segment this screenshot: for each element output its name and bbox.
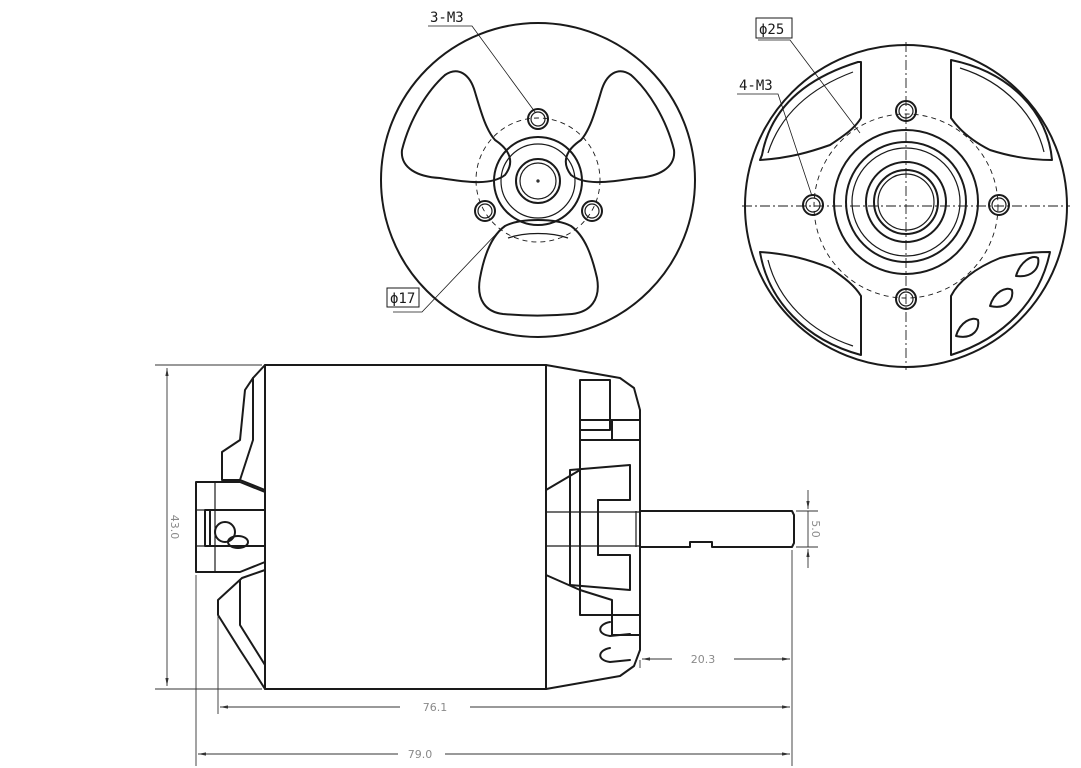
dim-shaft-diameter-text: 5.0 <box>809 520 822 538</box>
front-thread-callout: 3-M3 <box>430 10 464 26</box>
rear-thread-callout: 4-M3 <box>739 78 773 94</box>
side-view: 43.0 5.0 20.3 76.1 79.0 <box>155 364 822 766</box>
front-view: 3-M3 ϕ17 <box>380 10 696 338</box>
front-thread-leader <box>428 25 536 113</box>
front-bolt-leader <box>393 231 499 313</box>
front-hub-outer <box>493 136 583 226</box>
front-mount-lower <box>217 569 266 690</box>
rear-cutout-top-right <box>950 59 1053 161</box>
rear-cutout-bottom-right <box>950 251 1051 356</box>
front-hole-top <box>527 108 549 130</box>
dim-diameter-text: 43.0 <box>168 515 181 540</box>
dim-overall-length-text: 79.0 <box>408 748 433 761</box>
rear-bolt-leader <box>758 39 861 134</box>
front-cutout-right <box>564 70 676 184</box>
front-outer-circle <box>380 22 696 338</box>
motor-shaft <box>639 510 795 548</box>
rear-cutout-bottom-left <box>759 251 862 356</box>
rear-bearing <box>865 161 947 243</box>
rear-hole-bottom <box>895 288 917 310</box>
motor-can <box>264 364 547 690</box>
front-cutout-bottom <box>478 219 599 317</box>
front-cutout-left <box>400 70 512 184</box>
rear-bolt-circle <box>813 113 999 299</box>
rear-vent-3 <box>955 317 980 338</box>
rear-bolt-circle-label: ϕ25 <box>759 22 784 38</box>
dim-body-length-text: 76.1 <box>423 701 448 714</box>
dim-shaft-length-text: 20.3 <box>691 653 716 666</box>
rear-housing-upper <box>545 364 641 491</box>
rear-hole-top <box>895 100 917 122</box>
rear-view: 4-M3 ϕ25 <box>737 17 1070 370</box>
front-hole-right <box>581 200 603 222</box>
rear-hub-outer <box>833 129 979 275</box>
front-bolt-circle <box>475 117 601 243</box>
rear-vent-1 <box>1015 256 1040 278</box>
front-hub-screw <box>214 521 236 543</box>
rear-hole-left <box>802 194 824 216</box>
rear-screw-1 <box>599 621 631 637</box>
rear-screw-2 <box>599 647 631 663</box>
front-hole-left <box>474 200 496 222</box>
rear-hole-right <box>988 194 1010 216</box>
front-bolt-circle-label: ϕ17 <box>390 291 415 307</box>
rear-housing-lower <box>545 574 641 690</box>
front-hub-section <box>195 481 266 573</box>
rear-cutout-top-left <box>759 61 862 161</box>
front-shaft-bore <box>515 158 561 204</box>
rear-vent-2 <box>989 287 1014 308</box>
front-mount-upper <box>221 364 266 491</box>
front-hub-bore <box>204 509 266 547</box>
rear-thread-leader <box>737 93 813 197</box>
